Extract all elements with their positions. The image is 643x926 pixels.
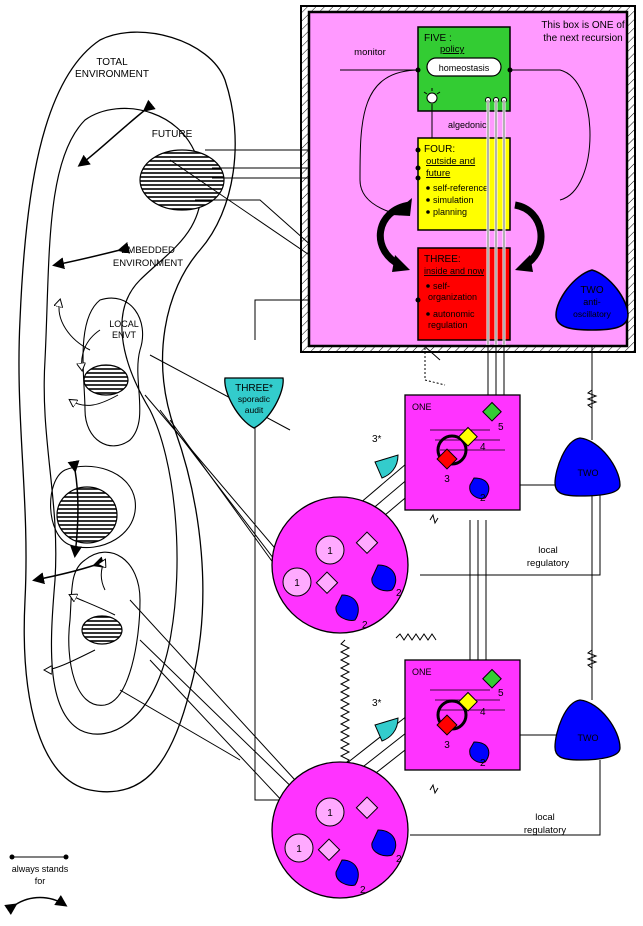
local-regulatory-label-lower-2: regulatory: [524, 825, 566, 836]
local-regulatory-label-2: regulatory: [527, 558, 569, 569]
algedonic-light-icon: [426, 92, 438, 104]
recursion-note: This box is ONE of: [541, 20, 625, 31]
homeostasis-label: homeostasis: [439, 63, 490, 73]
svg-text:2: 2: [480, 493, 486, 504]
legend-double-arrow-icon: [4, 895, 68, 915]
embedded-environment-label-2: ENVIRONMENT: [113, 258, 183, 269]
algedonic-label: algedonic: [448, 120, 487, 130]
env-arrow: [77, 99, 156, 167]
total-environment-label-2: ENVIRONMENT: [75, 69, 149, 80]
total-environment-boundary: [18, 31, 236, 793]
metasystem-box: This box is ONE of the next recursion mo…: [300, 5, 636, 353]
system-four-title: FOUR:: [424, 144, 455, 155]
svg-text:3: 3: [444, 474, 450, 485]
four-three-curved-arrow-left: [376, 201, 411, 269]
svg-text:5: 5: [498, 422, 504, 433]
three-item: self-: [433, 281, 450, 291]
svg-text:3: 3: [444, 740, 450, 751]
svg-text:4: 4: [480, 707, 486, 718]
operation-circle-upper: 1 1 2 2: [271, 496, 409, 634]
env-arrow-open: [59, 300, 91, 351]
three-star-sub: sporadic: [238, 394, 271, 404]
embedded-environment-label: EMBEDDED: [121, 245, 175, 256]
svg-text:2: 2: [396, 588, 402, 599]
four-item: simulation: [433, 195, 474, 205]
svg-text:1: 1: [327, 808, 333, 819]
svg-text:3*: 3*: [372, 434, 382, 445]
four-three-curved-arrow-right: [514, 201, 545, 268]
total-environment-label: TOTAL: [96, 57, 128, 68]
small-three-star-2: 3*: [372, 698, 399, 742]
env-arrow: [32, 556, 106, 585]
three-item: organization: [428, 292, 477, 302]
legend-text: always stands: [12, 864, 69, 874]
system-four-sub1: outside and: [426, 156, 475, 167]
two-anti-oscillatory: TWO anti- oscillatory: [555, 269, 629, 331]
operation-one-box-lower: ONE 3 4 5 2: [404, 659, 521, 771]
two-big-label-2: anti-: [583, 297, 601, 307]
env-arrow-open: [45, 649, 96, 670]
two-big-label: TWO: [580, 285, 604, 296]
legend-text-2: for: [35, 876, 46, 886]
local-environment-label-2: ENVT: [112, 330, 137, 340]
svg-text:1: 1: [294, 578, 300, 589]
two-big-label-3: oscillatory: [573, 309, 612, 319]
svg-text:2: 2: [480, 758, 486, 769]
local-regulatory-label-lower: local: [535, 812, 555, 823]
local-environment-boundary-2: [68, 551, 141, 706]
env-arrow-open: [101, 560, 105, 591]
svg-text:4: 4: [480, 442, 486, 453]
system-five-title: FIVE :: [424, 33, 452, 44]
four-item: self-reference: [433, 183, 488, 193]
four-item: planning: [433, 207, 467, 217]
three-item: autonomic: [433, 309, 475, 319]
svg-text:2: 2: [396, 854, 402, 865]
three-star-audit: THREE* sporadic audit: [224, 377, 284, 429]
embedded-environment-boundary: [43, 107, 203, 735]
local-environment-label: LOCAL: [109, 319, 139, 329]
system-three-sub: inside and now: [424, 266, 485, 276]
local-regulatory-label: local: [538, 545, 558, 556]
local-environment-hatched-1: [83, 364, 129, 396]
operation-circle-lower: 1 1 2 2: [271, 761, 409, 899]
operation-one-box-upper: ONE 3 4 5 2: [404, 394, 521, 511]
svg-text:TWO: TWO: [578, 468, 599, 478]
future-environment-hatched: [139, 149, 225, 211]
env-arrow-open: [70, 595, 116, 616]
two-upper: TWO: [554, 437, 621, 497]
recursion-note-2: the next recursion: [543, 33, 623, 44]
legend: always stands for: [4, 854, 69, 915]
svg-text:2: 2: [362, 620, 368, 631]
three-star-title: THREE*: [235, 383, 273, 394]
oscillation-springs: [339, 389, 598, 795]
small-three-star-1: 3*: [372, 434, 399, 479]
future-label: FUTURE: [152, 129, 193, 140]
env-arrow: [67, 460, 83, 558]
local-environment-hatched-2: [81, 615, 123, 645]
svg-text:1: 1: [296, 844, 302, 855]
svg-text:2: 2: [360, 885, 366, 896]
two-lower: TWO: [554, 699, 621, 761]
env-arrow-open: [70, 394, 119, 405]
system-five-subtitle: policy: [440, 44, 465, 55]
environment-group: TOTAL ENVIRONMENT FUTURE EMBEDDED ENVIRO…: [18, 31, 236, 793]
svg-text:TWO: TWO: [578, 733, 599, 743]
system-three-title: THREE:: [424, 254, 461, 265]
svg-text:ONE: ONE: [412, 667, 432, 677]
homeostasis-pill: [426, 57, 502, 77]
three-star-sub-2: audit: [245, 405, 264, 415]
embedded-environment-hatched: [56, 486, 118, 544]
three-item: regulation: [428, 320, 468, 330]
loop-boundary: [50, 465, 136, 549]
svg-text:5: 5: [498, 688, 504, 699]
system-four-sub2: future: [426, 168, 450, 179]
monitor-label: monitor: [354, 47, 386, 58]
env-arrow: [52, 241, 131, 270]
env-arrow-open: [82, 329, 101, 370]
svg-text:3*: 3*: [372, 698, 382, 709]
svg-text:ONE: ONE: [412, 402, 432, 412]
svg-text:1: 1: [327, 546, 333, 557]
